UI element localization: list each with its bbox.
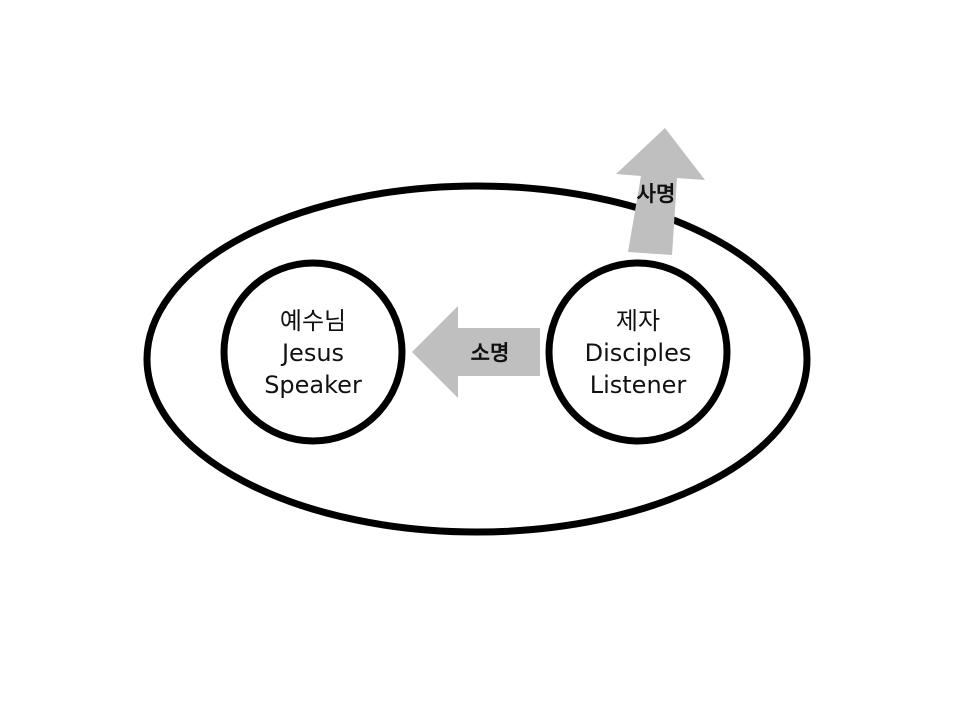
disciples-role-label: Listener [590, 371, 687, 399]
jesus-circle [220, 259, 406, 445]
mission-arrow [616, 128, 705, 255]
jesus-korean-label: 예수님 [280, 307, 346, 335]
outer-ellipse [143, 182, 811, 536]
calling-arrow [412, 306, 540, 398]
disciples-english-label: Disciples [585, 339, 692, 367]
mission-arrow-label: 사명 [637, 182, 676, 206]
jesus-role-label: Speaker [264, 371, 362, 399]
calling-arrow-label: 소명 [471, 341, 510, 365]
disciples-korean-label: 제자 [616, 307, 660, 335]
disciples-circle [545, 259, 731, 445]
jesus-english-label: Jesus [280, 339, 344, 367]
